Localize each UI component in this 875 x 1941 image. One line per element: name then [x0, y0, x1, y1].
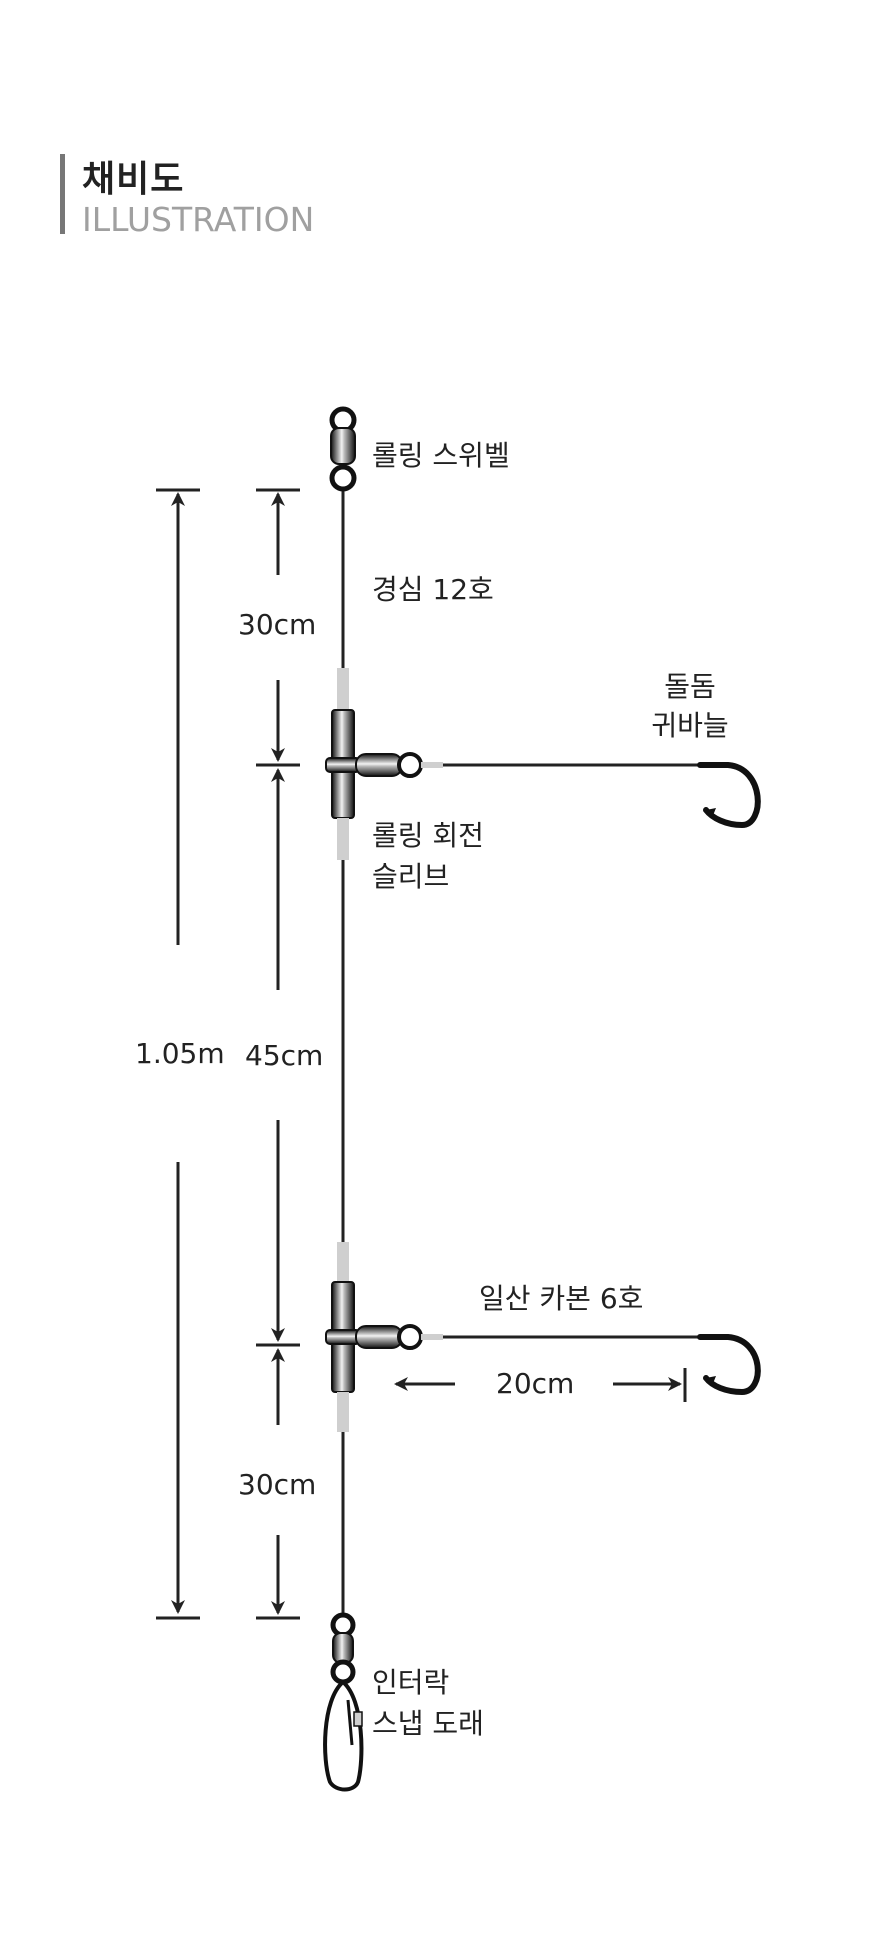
rolling-sleeve-upper-icon	[325, 668, 423, 860]
dimension-segments	[256, 488, 300, 1620]
hook-lower-icon	[697, 1334, 761, 1396]
header-accent-bar	[60, 154, 65, 234]
dimension-bottom-label: 30cm	[238, 1468, 317, 1501]
interlock-snap-icon	[323, 1612, 364, 1792]
rolling-sleeve-lower-icon	[325, 1242, 423, 1432]
dimension-middle-label: 45cm	[245, 1039, 324, 1072]
branch-line-upper	[421, 762, 700, 768]
label-hook-top-2: 귀바늘	[651, 709, 729, 742]
branch-line-lower	[421, 1334, 700, 1340]
dimension-total	[156, 488, 200, 1620]
dimension-total-label: 1.05m	[135, 1037, 225, 1070]
label-hook-top-1: 돌돔	[664, 670, 716, 703]
page-subtitle: ILLUSTRATION	[82, 200, 315, 239]
hook-upper-icon	[697, 762, 761, 829]
rolling-swivel-icon	[329, 406, 357, 492]
page-title: 채비도	[82, 159, 185, 200]
dimension-top-label: 30cm	[238, 608, 317, 641]
dimension-branch	[394, 1368, 687, 1402]
label-branch-line: 일산 카본 6호	[479, 1282, 644, 1315]
label-main-line: 경심 12호	[372, 573, 494, 606]
label-snap-2: 스냅 도래	[372, 1707, 484, 1740]
label-sleeve-1: 롤링 회전	[372, 819, 484, 852]
label-snap-1: 인터락	[372, 1666, 450, 1699]
label-sleeve-2: 슬리브	[372, 860, 450, 893]
dimension-branch-label: 20cm	[496, 1367, 575, 1400]
label-rolling-swivel: 롤링 스위벨	[372, 439, 510, 472]
